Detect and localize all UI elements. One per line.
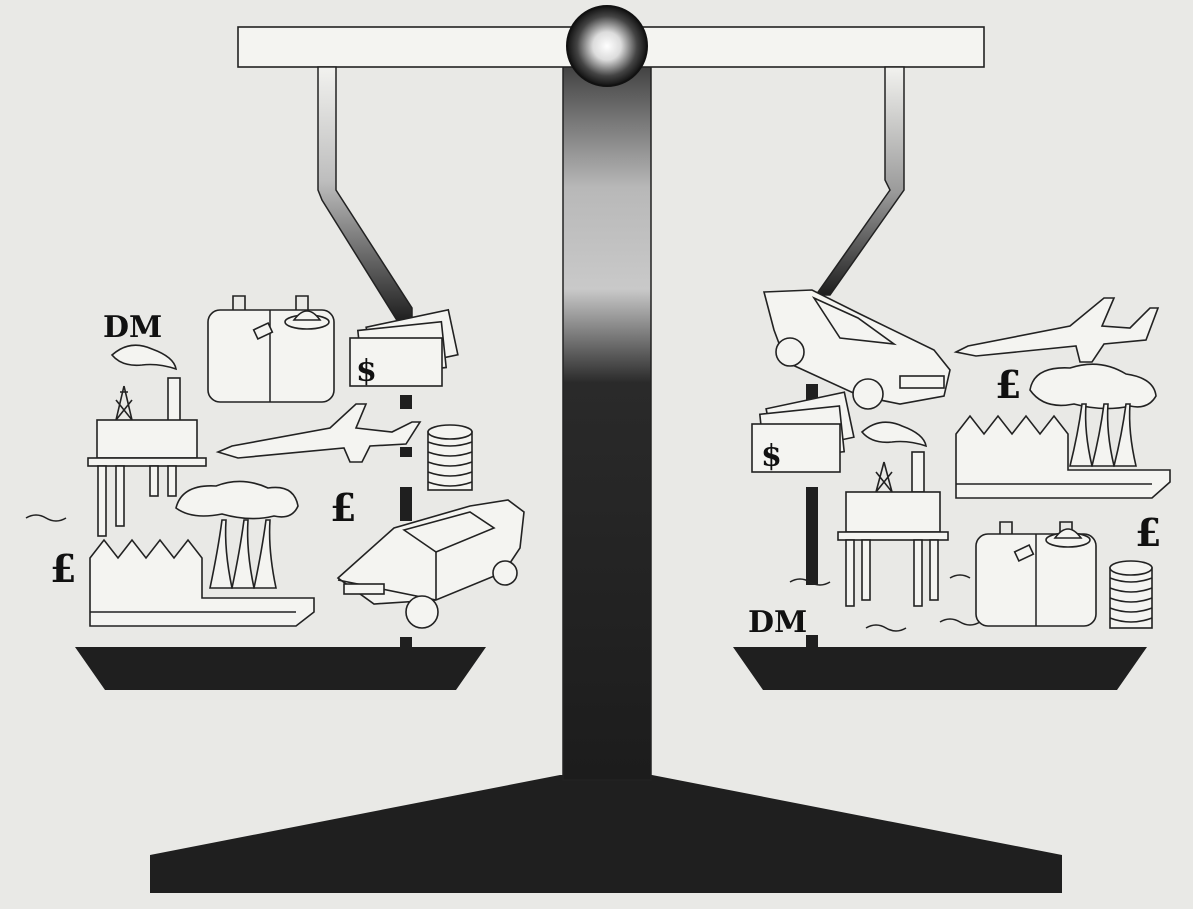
right-pan	[733, 647, 1147, 690]
car-icon-right	[762, 289, 951, 410]
dollar-banknotes-icon	[349, 308, 459, 387]
pound-symbol-right-1: £	[995, 362, 1021, 407]
pound-symbol-left-1: £	[330, 485, 356, 530]
concorde-plane-icon	[215, 403, 422, 463]
right-hanger-arm	[814, 66, 905, 296]
scale-pivot-knob	[566, 5, 648, 87]
suitcase-icon-right	[975, 521, 1097, 627]
left-hanger-arm	[317, 66, 413, 323]
oil-rig-icon	[25, 344, 207, 537]
coin-stack-icon	[427, 424, 473, 491]
scale-post	[562, 57, 652, 781]
dm-label-left: DM	[103, 310, 162, 345]
factory-icon	[89, 480, 315, 627]
coin-stack-icon-right	[1109, 560, 1153, 629]
concorde-plane-icon-right	[953, 297, 1160, 363]
left-hanger-chain	[400, 395, 412, 651]
right-pan-items: £ $	[748, 289, 1171, 640]
oil-rig-icon-right	[789, 421, 981, 632]
dollar-symbol-right: $	[761, 439, 782, 474]
left-pan-items: $ DM £	[25, 295, 525, 629]
dollar-banknotes-icon-right	[751, 391, 855, 473]
scale-base	[150, 775, 1062, 893]
suitcase-icon	[207, 295, 335, 403]
pound-symbol-right-2: £	[1135, 510, 1161, 555]
factory-icon-right	[955, 363, 1171, 499]
dm-label-right: DM	[748, 605, 807, 640]
pound-symbol-left-2: £	[50, 546, 76, 591]
left-pan	[75, 647, 486, 690]
dollar-symbol-left: $	[356, 354, 377, 389]
car-icon	[336, 499, 525, 629]
